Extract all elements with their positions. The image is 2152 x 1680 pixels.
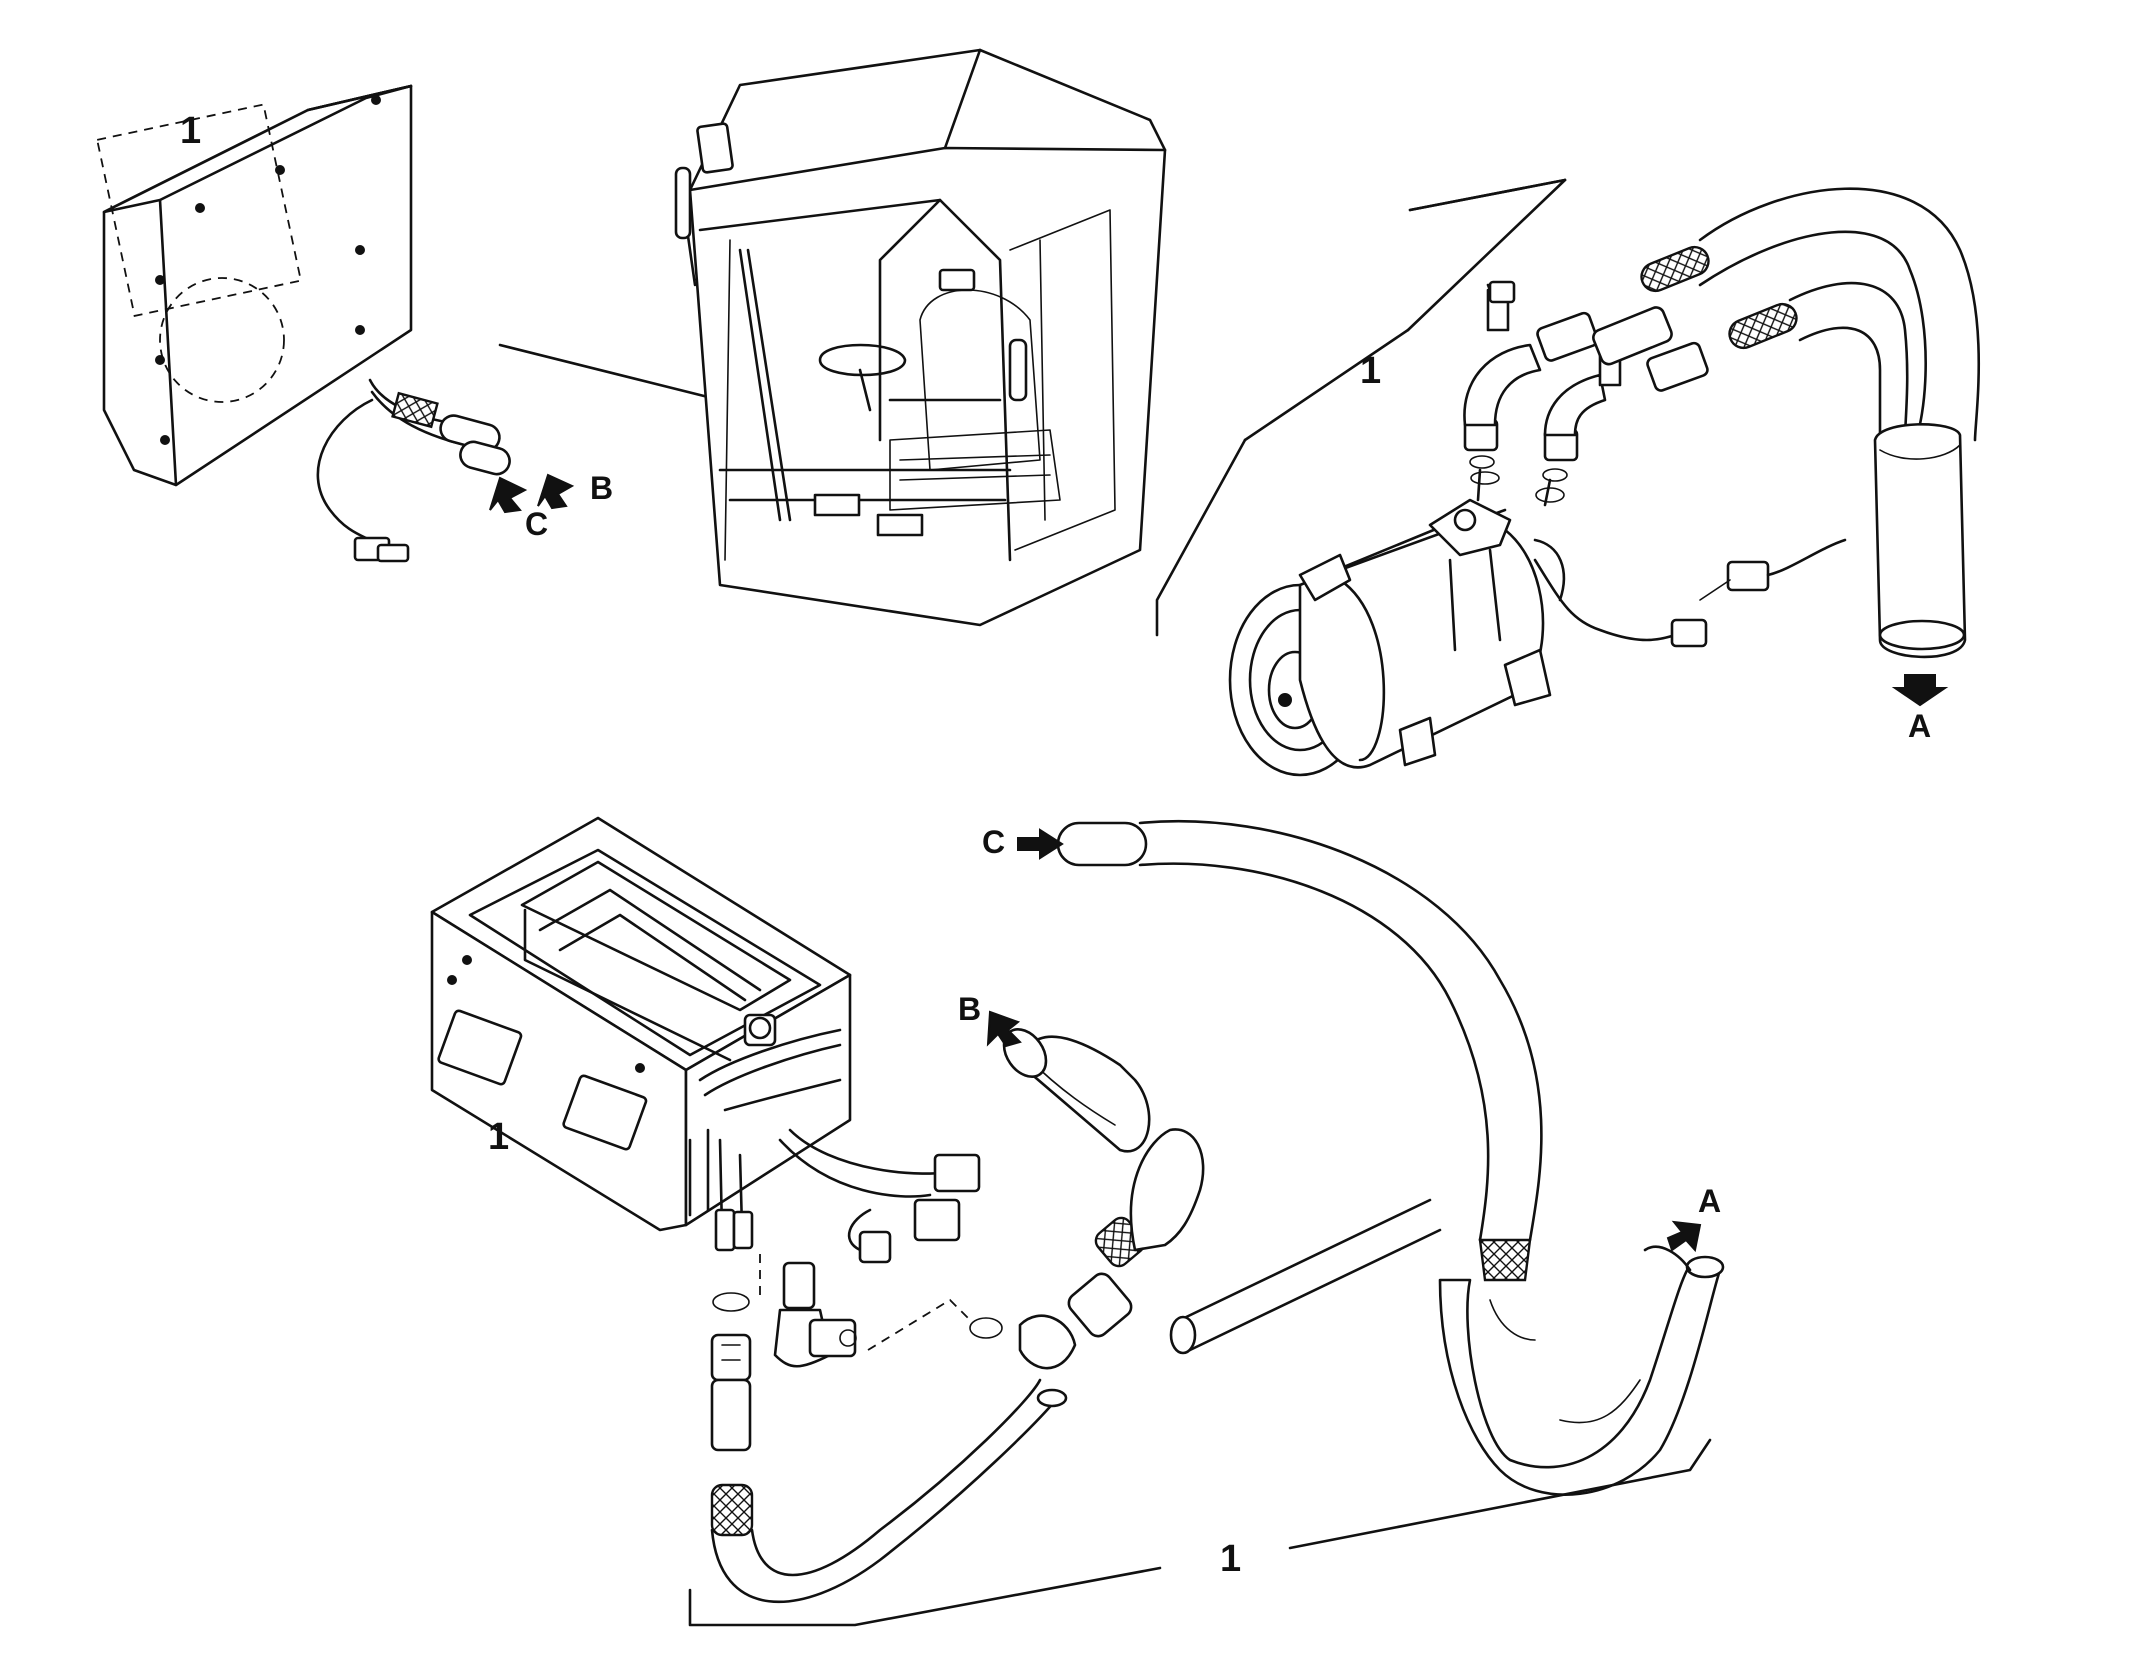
label-conn-b-top: B xyxy=(590,470,614,506)
hose-to-b xyxy=(1002,1028,1205,1252)
arrow-b-mid xyxy=(986,1010,1022,1048)
label-part-1-hoses: 1 xyxy=(1220,1538,1242,1580)
hose-main-loop xyxy=(1169,1198,1725,1496)
evaporator-plumbing xyxy=(688,1013,981,1264)
evaporator-unit xyxy=(430,816,852,1232)
machine-cab xyxy=(674,48,1167,627)
heater-hoses xyxy=(316,378,511,563)
arrow-a-low xyxy=(1666,1220,1702,1253)
hose-bracket-lines xyxy=(688,1438,1712,1627)
label-conn-a-right: A xyxy=(1908,708,1932,744)
compressor-hoses xyxy=(1640,187,1981,659)
arrow-c-top xyxy=(489,476,528,514)
arrow-b-top xyxy=(537,473,575,510)
leader-line-heater-cab xyxy=(498,343,714,400)
label-conn-b-mid: B xyxy=(958,991,982,1027)
arrow-c-mid xyxy=(1017,828,1064,860)
heater-unit xyxy=(96,84,413,487)
label-part-1-compressor: 1 xyxy=(1360,350,1382,392)
compressor-orings xyxy=(1470,471,1565,503)
label-conn-c-mid: C xyxy=(982,824,1006,860)
arrow-a-right xyxy=(1891,674,1949,707)
label-part-1-heater: 1 xyxy=(180,110,202,152)
compressor-leader xyxy=(1155,178,1567,637)
label-conn-a-low: A xyxy=(1698,1183,1722,1219)
hose-to-c xyxy=(1056,819,1543,1282)
evaporator-fittings xyxy=(710,1216,1146,1604)
label-conn-c-top: C xyxy=(525,506,549,542)
compressor xyxy=(1228,498,1566,777)
label-part-1-evaporator: 1 xyxy=(488,1116,510,1158)
compressor-connector xyxy=(1533,538,1847,648)
compressor-fittings xyxy=(1463,280,1709,507)
